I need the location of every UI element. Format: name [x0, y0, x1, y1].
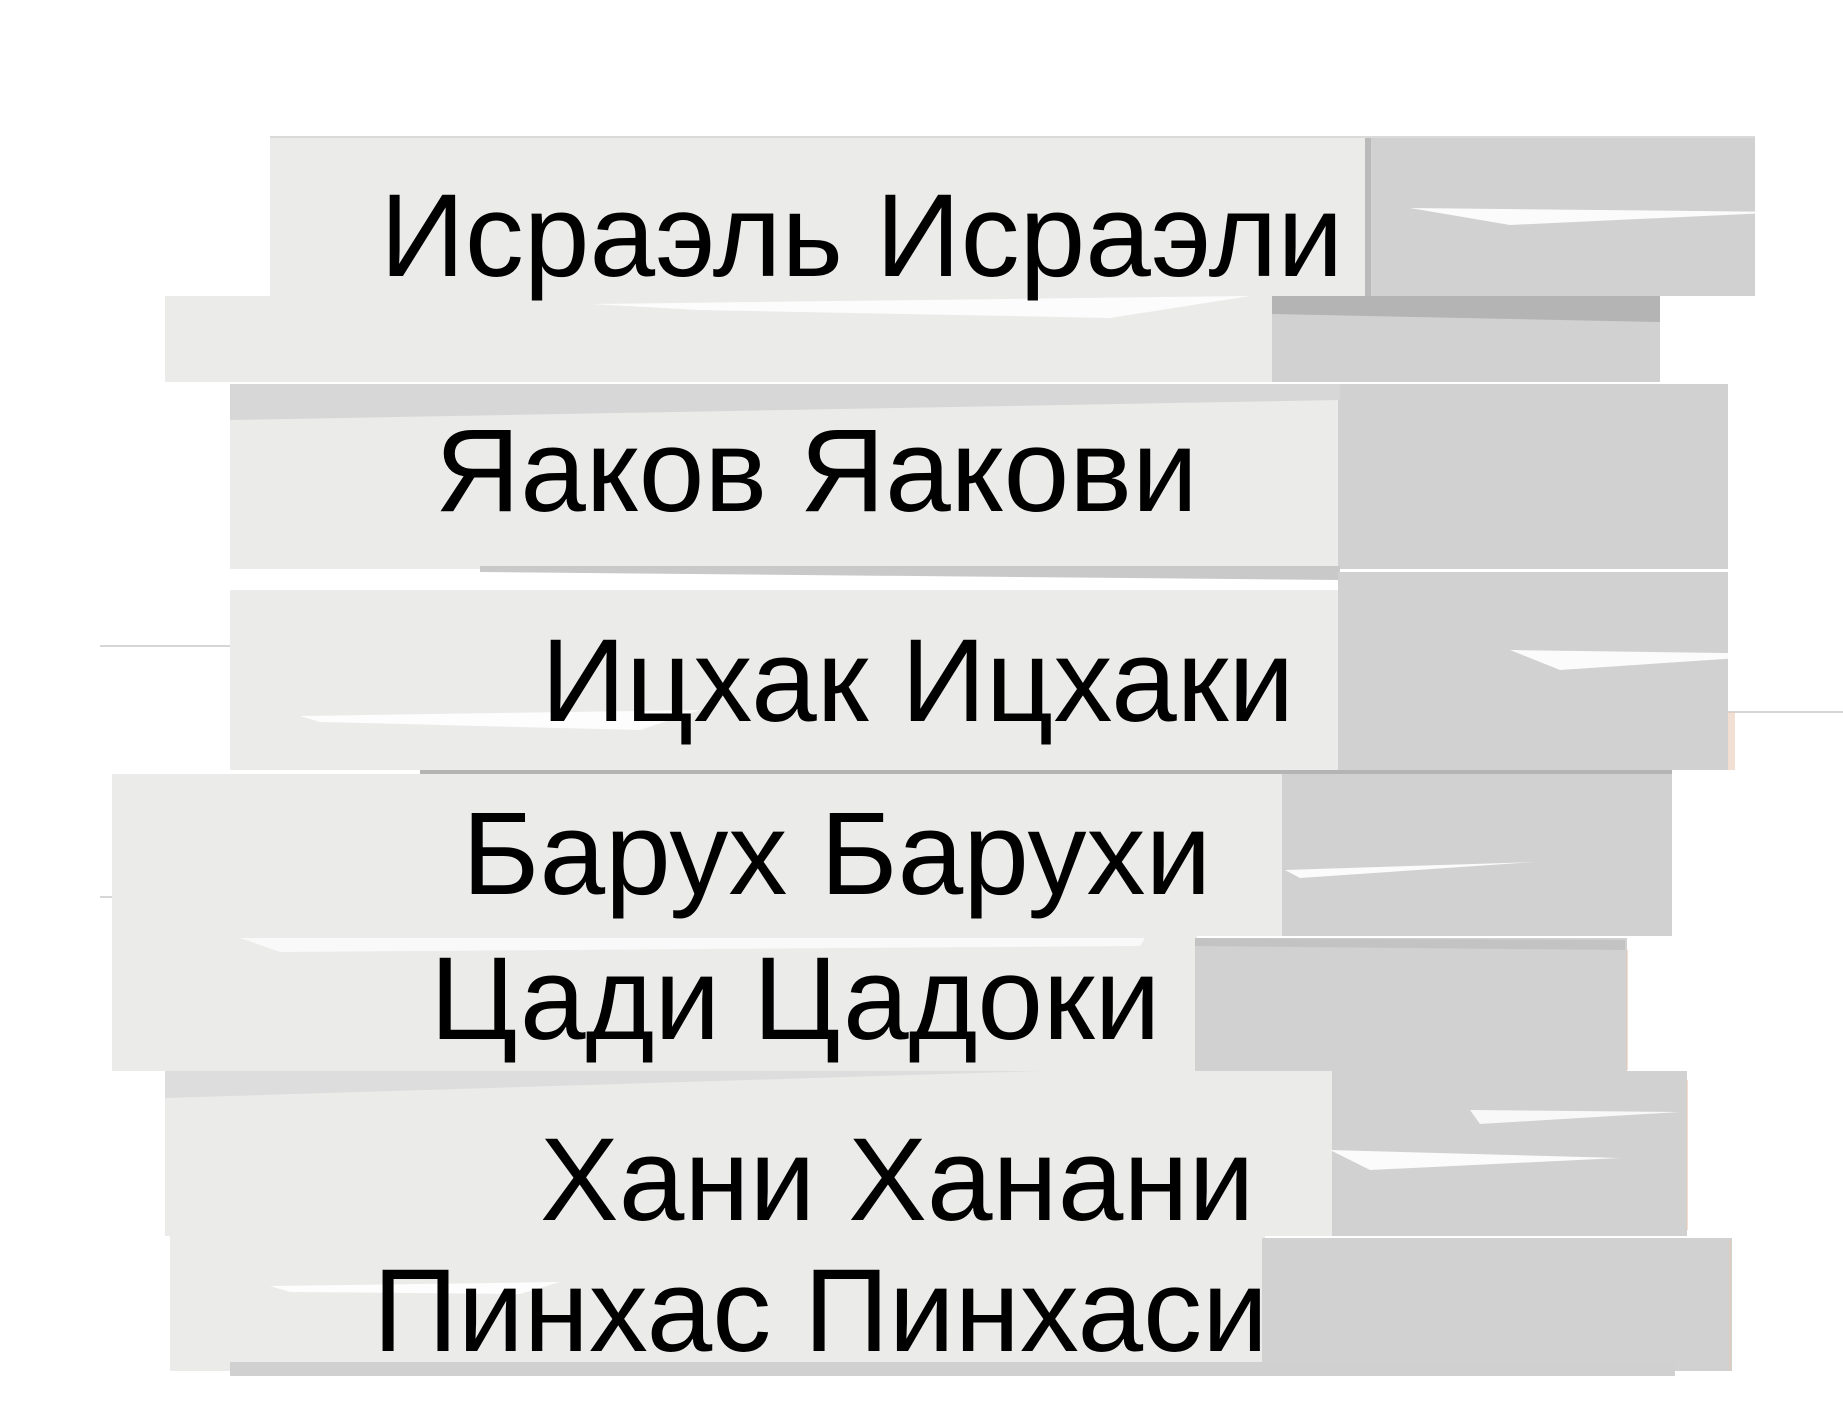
name-label-5: Цади Цадоки [430, 933, 1161, 1065]
stack-block-5 [100, 770, 1672, 936]
name-label-1: Исраэль Исраэли [380, 170, 1344, 302]
stack-block-3 [230, 384, 1728, 580]
stack-block-2 [165, 296, 1660, 382]
stack-block-1 [270, 136, 1790, 296]
name-label-7: Пинхас Пинхаси [373, 1245, 1269, 1377]
name-label-4: Барух Барухи [462, 788, 1212, 920]
stack-block-4 [100, 572, 1843, 770]
name-label-3: Ицхак Ицхаки [541, 615, 1295, 747]
stack-block-6 [112, 936, 1628, 1071]
stack-block-7 [165, 1071, 1688, 1236]
stack-block-8 [100, 1236, 1732, 1376]
name-label-6: Хани Ханани [540, 1114, 1255, 1246]
name-label-2: Яаков Яакови [435, 405, 1198, 537]
